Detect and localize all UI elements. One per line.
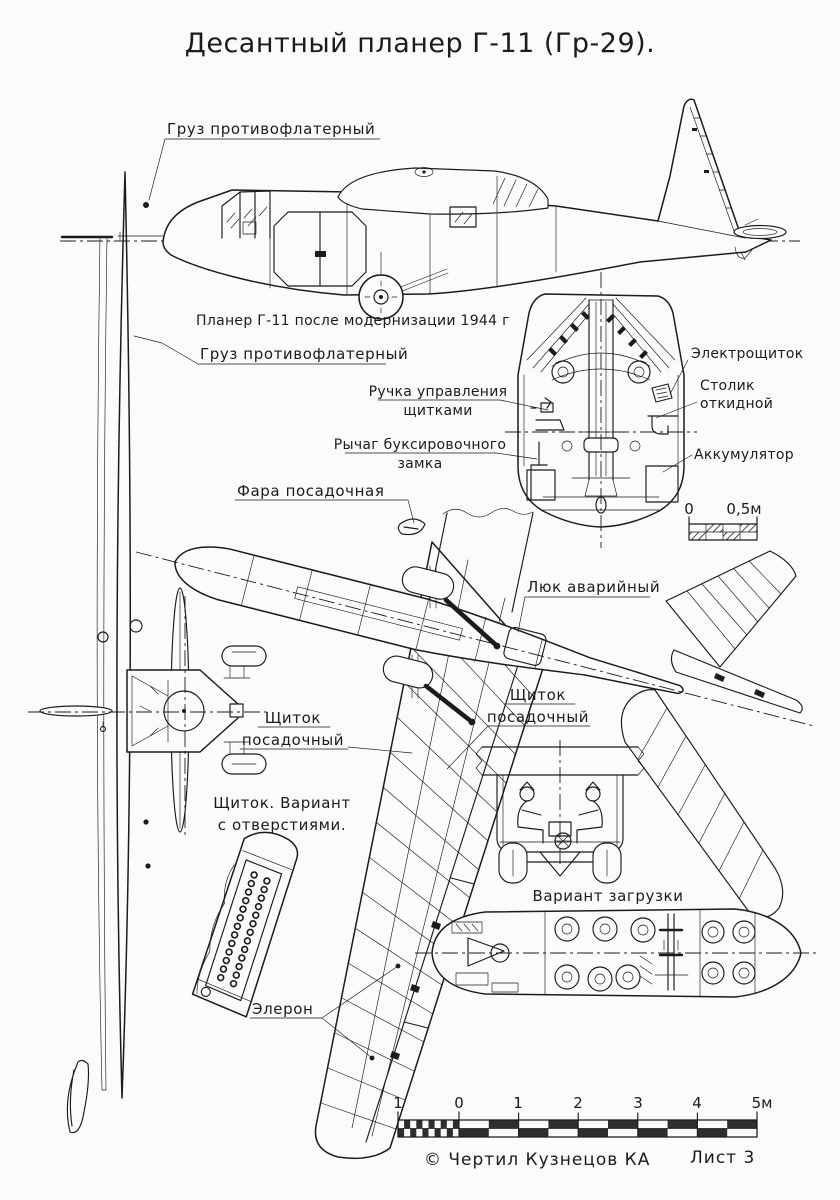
- side-view-caption: Планер Г-11 после модернизации 1944 г: [196, 313, 510, 329]
- tail-surfaces: [620, 550, 803, 919]
- label-flap-left-2: посадочный: [242, 731, 344, 749]
- flap-variant-detail: [191, 831, 299, 1018]
- loading-plan-view: [415, 908, 820, 998]
- annotations: Груз противофлатерный Планер Г-11 после …: [133, 120, 803, 1061]
- front-view: [28, 171, 268, 1134]
- sheet-number: Лист 3: [690, 1148, 755, 1168]
- label-table-1: Столик: [700, 378, 755, 394]
- loading-caption: Вариант загрузки: [532, 887, 683, 905]
- loading-section-view: [475, 740, 645, 884]
- landing-light: [397, 518, 426, 536]
- label-emergency-hatch: Люк аварийный: [527, 578, 660, 596]
- landing-gear-plan: [382, 565, 501, 726]
- plan-view: [135, 508, 815, 1160]
- label-flap-right-1: Щиток: [510, 686, 566, 704]
- scale-tick-0: 1: [393, 1094, 403, 1112]
- label-flap-control-1: Ручка управления: [369, 384, 508, 400]
- label-flap-control-2: щитками: [403, 403, 472, 419]
- scale-tick-1: 0: [454, 1094, 464, 1112]
- label-flap-variant-1: Щиток. Вариант: [213, 794, 351, 812]
- drawing-title: Десантный планер Г-11 (Гр-29).: [185, 28, 656, 59]
- half-meter-scale: 0 0,5м: [684, 500, 762, 541]
- label-antiflutter-top: Груз противофлатерный: [167, 120, 375, 138]
- scale-tick-6: 5м: [752, 1094, 773, 1112]
- label-table-2: откидной: [700, 396, 773, 412]
- label-battery: Аккумулятор: [694, 447, 794, 463]
- cockpit-section-view: [505, 272, 697, 548]
- scale-tick-4: 3: [633, 1094, 643, 1112]
- scale-half-meter: 0,5м: [726, 500, 761, 518]
- emergency-hatch: [503, 626, 547, 666]
- label-aileron: Элерон: [252, 1000, 313, 1018]
- label-flap-right-2: посадочный: [487, 708, 589, 726]
- label-electrical-panel: Электрощиток: [691, 346, 803, 362]
- scale-tick-3: 2: [573, 1094, 583, 1112]
- label-flap-variant-2: с отверстиями.: [218, 816, 347, 834]
- scale-zero: 0: [684, 500, 694, 518]
- soldier-heads-plan: [554, 916, 756, 992]
- credit-line: © Чертил Кузнецов КА: [424, 1150, 650, 1170]
- seated-soldier-right: [576, 781, 603, 844]
- side-view: [60, 98, 800, 320]
- seated-soldier-left: [517, 781, 544, 844]
- scale-tick-2: 1: [513, 1094, 523, 1112]
- scale-tick-5: 4: [692, 1094, 702, 1112]
- label-antiflutter-bottom: Груз противофлатерный: [200, 345, 408, 363]
- main-scale-bar: 1 0 1 2 3 4 5м: [393, 1094, 773, 1138]
- label-landing-light: Фара посадочная: [237, 482, 384, 500]
- label-tow-lever-2: замка: [397, 456, 442, 472]
- label-flap-left-1: Щиток: [265, 709, 321, 727]
- label-tow-lever-1: Рычаг буксировочного: [334, 437, 507, 453]
